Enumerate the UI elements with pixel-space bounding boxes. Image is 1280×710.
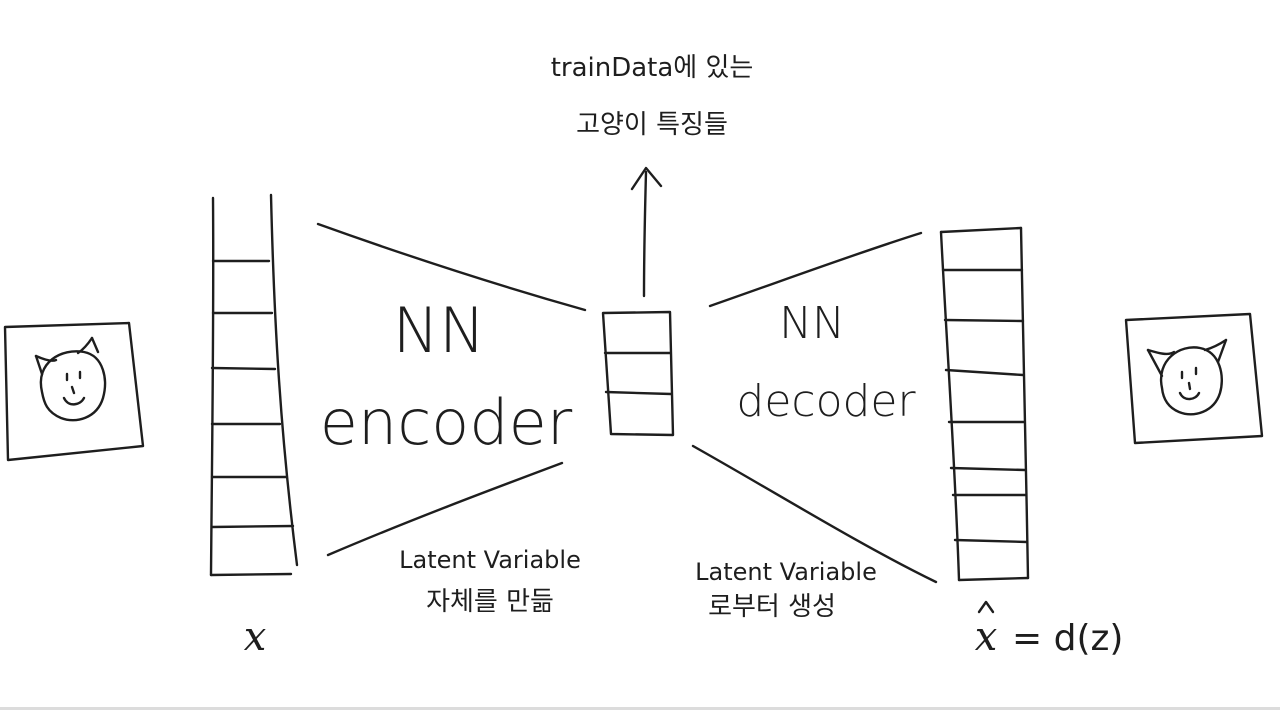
decoder-caption-line1: Latent Variable — [695, 558, 877, 586]
output-label-formula: = d(z) — [1012, 618, 1123, 659]
encoder-caption-line1: Latent Variable — [399, 546, 581, 574]
cat-face-input-icon — [3, 321, 145, 462]
bottom-border — [0, 707, 1280, 710]
top-note-line1: trainData에 있는 — [551, 53, 754, 83]
encoder-caption-line2: 자체를 만듦 — [426, 587, 554, 617]
input-label: x — [244, 614, 267, 660]
output-label: x = d(z) — [975, 600, 1123, 660]
encoder-funnel — [316, 222, 587, 557]
decoder-funnel — [691, 231, 938, 584]
latent-vector — [601, 310, 675, 437]
hat-mark — [977, 600, 995, 614]
top-note-line2: 고양이 특징들 — [576, 110, 728, 140]
input-vector — [209, 193, 299, 577]
decoder-title: NN — [779, 298, 845, 349]
decoder-caption-line2: 로부터 생성 — [708, 592, 836, 622]
cat-face-output-icon — [1124, 312, 1264, 445]
output-label-symbol: x — [975, 614, 998, 660]
decoder-subtitle: decoder — [736, 376, 916, 427]
output-vector — [939, 226, 1030, 582]
up-arrow-icon — [630, 166, 663, 298]
encoder-title: NN — [393, 294, 486, 367]
encoder-subtitle: encoder — [320, 386, 573, 459]
